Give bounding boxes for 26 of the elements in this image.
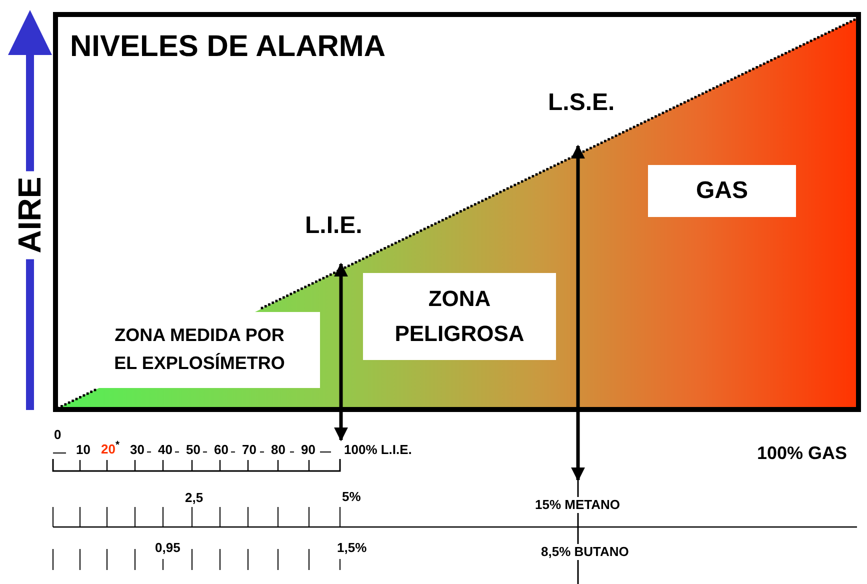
diagram-title: NIVELES DE ALARMA <box>70 30 386 63</box>
zone-label: GAS <box>696 176 748 206</box>
scale-label: 100% L.I.E. <box>344 443 412 458</box>
scale-number: 20$^{*}$ <box>101 440 120 457</box>
scale-number: 0 <box>54 428 62 442</box>
scale-label: 100% GAS <box>757 444 848 464</box>
scale-number: 1,5% <box>337 541 367 556</box>
scale-number: 50 <box>186 443 200 458</box>
scale-number: 80 <box>271 443 286 458</box>
scale-number: 70 <box>242 443 256 458</box>
scale-number: 10 <box>76 443 90 458</box>
scale-number: 40 <box>158 443 172 458</box>
level-label: L.S.E. <box>548 90 615 116</box>
gas-limit-label: 8,5% BUTANO <box>541 544 629 560</box>
scale-number: 0,95 <box>155 541 180 556</box>
scale-number: 90 <box>301 443 316 458</box>
zone-label-box <box>363 273 556 360</box>
scale-number: 5% <box>342 490 361 504</box>
zone-label-box <box>648 165 796 217</box>
scale-number: 2,5 <box>185 491 204 506</box>
gas-limit-label: 15% METANO <box>535 497 620 514</box>
zone-label: ZONA MEDIDA POR EL EXPLOSÍMETRO <box>113 324 286 375</box>
scale-number: 60 <box>214 443 228 458</box>
zone-label: ZONA PELIGROSA <box>394 285 526 348</box>
scale-number: 30 <box>130 443 144 458</box>
level-label: L.I.E. <box>305 213 362 240</box>
